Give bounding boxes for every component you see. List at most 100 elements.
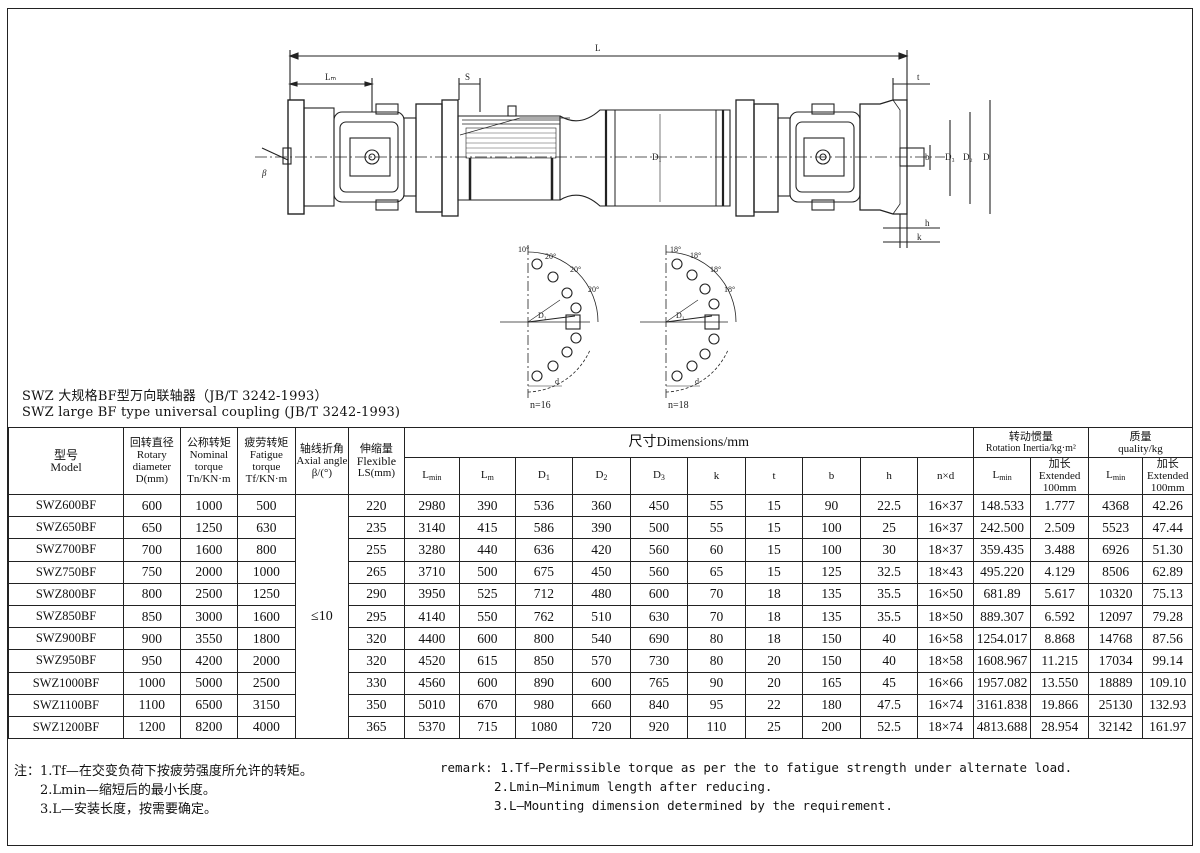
label-b: b [925, 152, 930, 162]
cell-model: SWZ700BF [7, 538, 125, 562]
cell-model: SWZ950BF [7, 649, 125, 673]
table-cell: 2500 [179, 582, 239, 606]
table-cell: 850 [123, 604, 181, 629]
table-cell: 5000 [179, 671, 239, 695]
label-t: t [917, 72, 920, 82]
label-d: d [555, 377, 559, 386]
label-n16: n=16 [530, 400, 551, 411]
table-cell: 55 [687, 516, 746, 540]
table-cell: 60 [687, 538, 746, 562]
table-cell: 79.28 [1142, 604, 1193, 629]
table-cell: 18×37 [917, 538, 974, 562]
dimension-L: L [288, 43, 909, 100]
table-cell: 1100 [123, 693, 181, 717]
table-cell: 560 [629, 560, 689, 584]
table-cell: 100 [802, 516, 861, 540]
table-cell: 5370 [403, 715, 461, 740]
note-en-2: 2.Lmin—Minimum length after reducing. [494, 779, 773, 794]
table-cell: 17034 [1087, 649, 1144, 673]
header-d3: D3 [629, 457, 689, 495]
table-cell: 3.488 [1030, 538, 1089, 562]
table-cell: 35.5 [859, 582, 919, 606]
header-b: b [802, 457, 861, 495]
bolt-pattern-n18: 18° 18° 18° 18° D₁ d n=18 [640, 245, 737, 411]
table-cell: 660 [572, 693, 631, 717]
table-cell: 11.215 [1030, 649, 1089, 673]
table-cell: 165 [802, 671, 861, 695]
label-D3: D₃ [945, 152, 955, 162]
table-cell: 95 [687, 693, 746, 717]
table-cell: 8.868 [1030, 627, 1089, 651]
table-cell: 762 [514, 604, 574, 629]
header-d1: D1 [514, 457, 574, 495]
table-cell: 4200 [179, 649, 239, 673]
table-cell: 15 [744, 493, 804, 518]
table-cell: 220 [348, 493, 405, 518]
table-cell: 1250 [179, 516, 239, 540]
table-cell: 55 [687, 493, 746, 518]
table-cell: 495.220 [972, 560, 1032, 584]
left-spline-flange [441, 99, 459, 217]
table-cell: 25130 [1087, 693, 1144, 717]
title-cn: SWZ 大规格BF型万向联轴器（JB/T 3242-1993） [22, 389, 328, 404]
table-cell: 15 [744, 516, 804, 540]
cell-model: SWZ750BF [7, 560, 125, 584]
table-cell: 690 [629, 627, 689, 651]
table-cell: 675 [514, 560, 574, 584]
table-cell: 600 [629, 582, 689, 606]
table-cell: 32142 [1087, 715, 1144, 740]
table-cell: 290 [348, 582, 405, 606]
table-cell: 18×43 [917, 560, 974, 584]
table-cell: 18×50 [917, 604, 974, 629]
table-cell: 5010 [403, 693, 461, 717]
table-cell: 350 [348, 693, 405, 717]
table-cell: 13.550 [1030, 671, 1089, 695]
table-cell: 536 [514, 493, 574, 518]
table-cell: 19.866 [1030, 693, 1089, 717]
table-cell: 3140 [403, 516, 461, 540]
table-cell: 6926 [1087, 538, 1144, 562]
table-cell: 681.89 [972, 582, 1032, 606]
angle-label-4: 20° [588, 285, 599, 294]
table-cell: 890 [514, 671, 574, 695]
cell-model: SWZ800BF [7, 582, 125, 606]
table-cell: 570 [572, 649, 631, 673]
table-cell: 242.500 [972, 516, 1032, 540]
table-cell: 2000 [179, 560, 239, 584]
table-cell: 1080 [514, 715, 574, 740]
label-D1: D₁ [652, 152, 662, 162]
table-cell: 16×37 [917, 516, 974, 540]
technical-drawing: L Lₘ S t β [255, 43, 991, 411]
table-cell: 889.307 [972, 604, 1032, 629]
table-cell: 525 [459, 582, 516, 606]
table-cell: 135 [802, 582, 861, 606]
table-cell: 3280 [403, 538, 461, 562]
label-D1-small: D₁ [538, 311, 547, 320]
table-cell: 200 [802, 715, 861, 740]
table-cell: 16×74 [917, 693, 974, 717]
table-cell: 8506 [1087, 560, 1144, 584]
cell-model: SWZ1100BF [7, 693, 125, 717]
table-cell: 3000 [179, 604, 239, 629]
cell-model: SWZ1200BF [7, 715, 125, 740]
table-cell: 415 [459, 516, 516, 540]
table-cell: 16×66 [917, 671, 974, 695]
table-cell: 235 [348, 516, 405, 540]
left-flange: β [261, 99, 335, 215]
header-dimensions: 尺寸Dimensions/mm [403, 427, 974, 458]
table-cell: 2.509 [1030, 516, 1089, 540]
table-cell: 550 [459, 604, 516, 629]
table-cell: 800 [514, 627, 574, 651]
table-cell: 800 [123, 582, 181, 606]
table-cell: 5.617 [1030, 582, 1089, 606]
